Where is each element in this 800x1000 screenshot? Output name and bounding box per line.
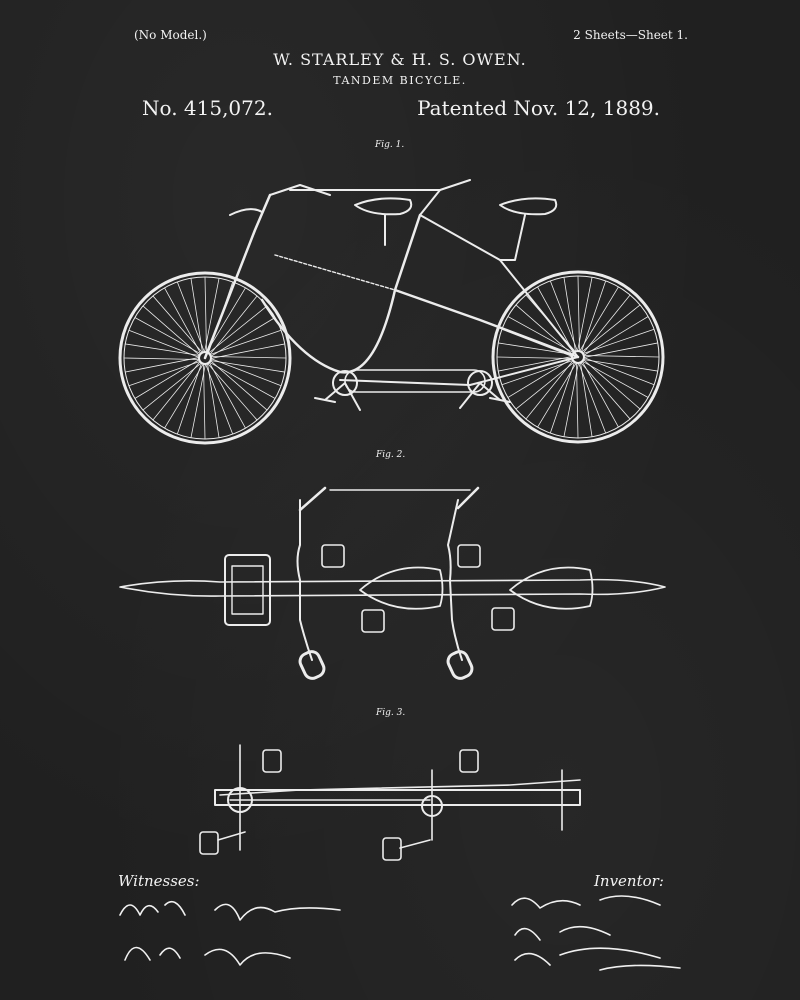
wheel-spoke <box>549 280 578 352</box>
wheel-spoke <box>204 276 207 353</box>
wheel-spoke <box>134 359 200 399</box>
wheel-spoke <box>497 356 573 372</box>
wheel-spoke <box>142 305 200 356</box>
wheel-spoke <box>537 362 577 428</box>
wheel-spoke <box>497 342 573 355</box>
wheel-spoke <box>152 295 203 353</box>
witness-signature-2 <box>124 946 291 966</box>
wheel-spoke <box>206 287 246 353</box>
figure-2-label: Fig. 2. <box>376 450 406 460</box>
wheel-spoke <box>210 356 287 359</box>
wheel-spoke <box>549 361 576 434</box>
wheel-spoke <box>134 317 202 355</box>
wheel-spoke <box>583 357 655 386</box>
wheel-spoke <box>583 342 659 358</box>
figure-3-label: Fig. 3. <box>376 708 406 718</box>
wheel-spoke <box>128 329 200 358</box>
wheel-spoke <box>580 362 593 438</box>
wheel-spoke <box>583 355 660 358</box>
wheel-spoke <box>507 358 573 398</box>
wheel-spoke <box>176 281 205 353</box>
wheel-spoke <box>501 359 574 386</box>
wheel-spoke <box>190 363 206 439</box>
wheel-spoke <box>563 362 579 438</box>
wheel-spoke <box>176 362 203 435</box>
wheel-spoke <box>580 362 631 420</box>
wheel-spoke <box>577 275 580 352</box>
witnesses-label: Witnesses: <box>118 872 200 890</box>
inventor-signature-2 <box>514 925 611 941</box>
wheel-spoke <box>577 276 593 352</box>
wheel-spoke <box>583 359 659 372</box>
wheel-spoke <box>582 294 631 354</box>
no-model-note: (No Model.) <box>134 28 207 42</box>
wheel-spoke <box>209 295 258 355</box>
wheel-spoke <box>515 304 573 355</box>
wheel-spoke <box>142 362 202 411</box>
wheel-spoke <box>203 363 206 440</box>
wheel-spoke <box>583 316 649 356</box>
wheel-spoke <box>209 329 282 356</box>
wheel-spoke <box>208 361 246 429</box>
wheel-spoke <box>210 360 286 373</box>
wheel-spoke <box>205 363 234 435</box>
wheel-spoke <box>581 304 641 353</box>
wheel-spoke <box>164 287 202 355</box>
figure-1-label: Fig. 1. <box>375 140 405 150</box>
wheel-spoke <box>210 360 268 411</box>
sheet-count: 2 Sheets—Sheet 1. <box>573 28 688 42</box>
wheel-spoke <box>207 363 258 421</box>
bicycle-frame <box>203 179 580 411</box>
wheel-spoke <box>578 362 607 434</box>
wheel-spoke <box>128 360 201 387</box>
wheel-spoke <box>496 356 573 359</box>
wheel-spoke <box>208 305 268 354</box>
wheel-spoke <box>507 316 575 354</box>
wheel-spoke <box>581 360 619 428</box>
wheel-spoke <box>210 317 276 357</box>
wheel-spoke <box>124 343 200 356</box>
wheel-spoke <box>525 360 574 420</box>
wheel-spoke <box>582 328 655 355</box>
wheel-spoke <box>123 357 200 360</box>
wheel-spoke <box>515 361 575 410</box>
invention-title: TANDEM BICYCLE. <box>333 74 467 87</box>
wheel-spoke <box>579 286 619 352</box>
wheel-spoke <box>537 286 575 354</box>
wheel-spoke <box>563 276 576 352</box>
wheel-spoke <box>210 343 286 359</box>
inventors-title: W. STARLEY & H. S. OWEN. <box>273 50 527 69</box>
wheel-spoke <box>207 363 220 439</box>
wheel-spoke <box>164 363 204 429</box>
wheel-spoke <box>208 361 276 399</box>
patent-date: Patented Nov. 12, 1889. <box>417 96 660 120</box>
witness-signature-1 <box>119 900 341 921</box>
inventor-signature-1 <box>511 895 661 909</box>
wheel-spoke <box>583 359 641 410</box>
wheel-spoke <box>210 358 282 387</box>
wheel-spoke <box>204 277 220 353</box>
wheel-spoke <box>580 280 607 353</box>
patent-number: No. 415,072. <box>142 96 273 120</box>
attorney-signature <box>514 947 681 971</box>
wheel-spoke <box>152 361 201 421</box>
inventor-label: Inventor: <box>594 872 664 890</box>
wheel-spoke <box>190 277 203 353</box>
wheel-spoke <box>581 360 649 398</box>
wheel-spoke <box>576 362 579 439</box>
wheel-spoke <box>124 357 200 373</box>
